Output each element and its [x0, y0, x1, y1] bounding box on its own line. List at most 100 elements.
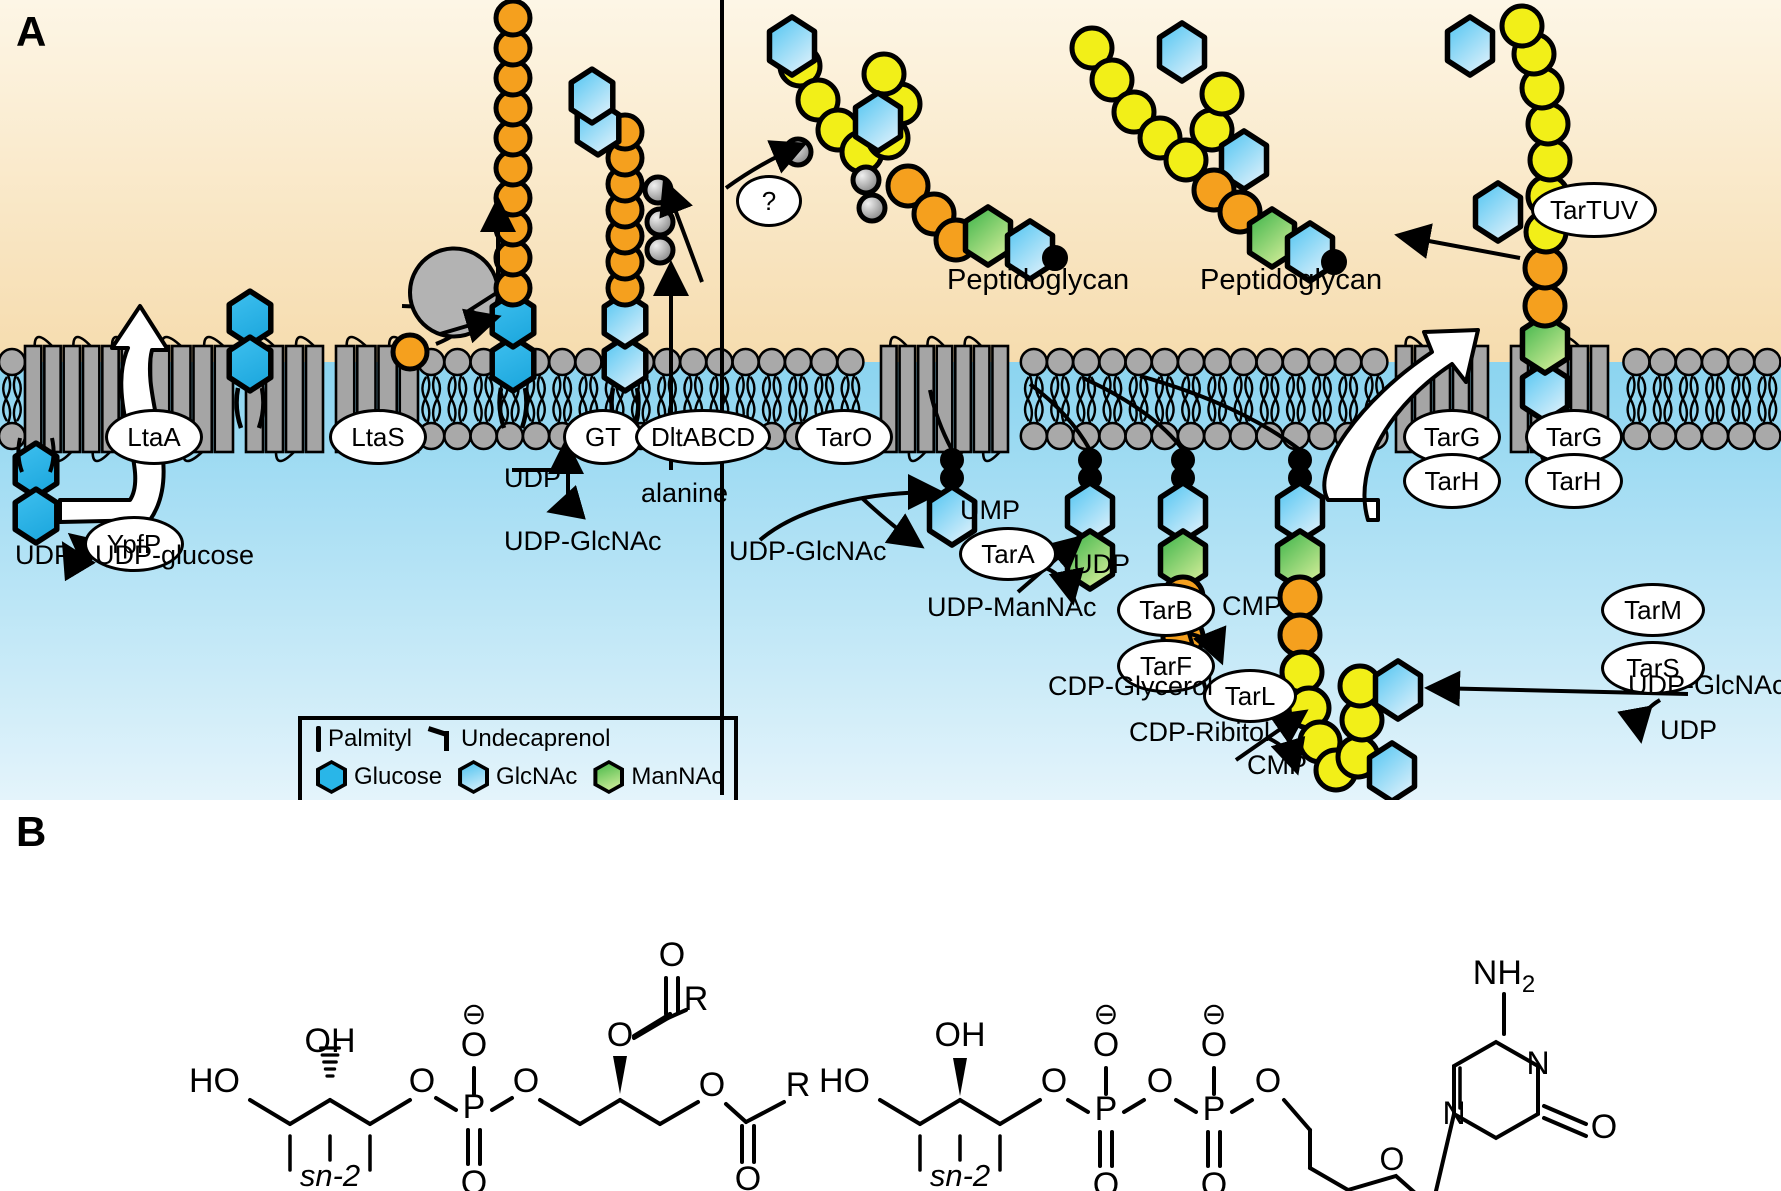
metabolite-udp-glcnac-taro: UDP-GlcNAc — [729, 536, 887, 566]
enzyme-label: YpfP — [106, 528, 162, 559]
enzyme-tarh-2[interactable]: TarH — [1525, 453, 1623, 509]
svg-text:O: O — [1380, 1141, 1405, 1177]
svg-text:O: O — [1093, 1166, 1119, 1191]
enzyme-ypfp[interactable]: YpfP — [84, 516, 184, 572]
svg-text:P: P — [1203, 1090, 1226, 1128]
enzyme-label: TarL — [1224, 680, 1276, 711]
enzyme-tarf[interactable]: TarF — [1117, 639, 1215, 693]
legend-item-mannac: ManNAc — [593, 760, 723, 794]
panel-b-structures: HOOHOPO⊖OOOROOROsn-2sn-3sn-1HOOHOPO⊖OOPO… — [189, 936, 1617, 1191]
svg-text:sn-2: sn-2 — [300, 1158, 360, 1191]
svg-text:O: O — [1201, 1026, 1227, 1064]
enzyme-label: TarH — [1546, 465, 1602, 496]
enzyme-label: TarM — [1624, 594, 1682, 625]
svg-text:⊖: ⊖ — [461, 998, 486, 1031]
svg-text:O: O — [1201, 1166, 1227, 1191]
enzyme-label: TarG — [1423, 421, 1481, 452]
enzyme-tara[interactable]: TarA — [959, 527, 1057, 581]
enzyme-tarh-1[interactable]: TarH — [1403, 453, 1501, 509]
svg-text:R: R — [786, 1066, 811, 1104]
svg-text:HO: HO — [819, 1062, 870, 1100]
svg-text:sn-2: sn-2 — [930, 1158, 990, 1191]
enzyme-label: TarO — [815, 421, 873, 452]
legend-item-glucose: Glucose — [316, 760, 442, 794]
palmityl-icon — [316, 726, 321, 752]
enzyme-tarl[interactable]: TarL — [1203, 669, 1297, 723]
svg-text:R: R — [684, 980, 709, 1018]
metabolite-udp-tara: UDP — [1073, 549, 1131, 579]
enzyme-label: LtaS — [351, 421, 405, 452]
svg-text:OH: OH — [305, 1022, 356, 1060]
glucose-hexagon-icon — [316, 760, 347, 794]
legend-label: Glucose — [354, 763, 443, 790]
metabolite-udp-mannac: UDP-ManNAc — [927, 592, 1097, 622]
svg-text:NH2: NH2 — [1473, 954, 1535, 998]
undecaprenol-icon — [428, 727, 454, 751]
svg-text:O: O — [699, 1066, 725, 1104]
enzyme-tarb[interactable]: TarB — [1117, 583, 1215, 637]
svg-text:HO: HO — [189, 1062, 240, 1100]
panel-a-label: A — [16, 8, 47, 55]
svg-text:O: O — [461, 1026, 487, 1064]
legend-item-palmityl: Palmityl — [316, 725, 412, 753]
metabolite-alanine: alanine — [641, 478, 729, 508]
svg-text:O: O — [1041, 1062, 1067, 1100]
enzyme-label: LtaA — [127, 421, 181, 452]
panel-a: LtaA LtaS GT DltABCD TarO TarG TarG TarH… — [0, 0, 1781, 800]
svg-text:N: N — [1526, 1045, 1549, 1081]
svg-text:P: P — [463, 1088, 486, 1126]
legend-row: Palmityl Undecaprenol — [302, 720, 734, 758]
enzyme-ltas[interactable]: LtaS — [329, 409, 427, 465]
panel-a-graphics — [0, 0, 1781, 800]
enzyme-tars[interactable]: TarS — [1601, 641, 1705, 695]
metabolite-cmp-tarb: CMP — [1222, 591, 1282, 621]
legend-label: Undecaprenol — [461, 725, 611, 752]
enzyme-label: ? — [761, 185, 777, 216]
metabolite-cdp-ribitol: CDP-Ribitol — [1129, 717, 1271, 747]
metabolite-cmp-tarl: CMP — [1247, 750, 1307, 780]
enzyme-label: TarG — [1545, 421, 1603, 452]
mannac-hexagon-icon — [593, 760, 625, 794]
label-peptidoglycan-left: Peptidoglycan — [947, 264, 1130, 296]
svg-text:O: O — [1255, 1062, 1281, 1100]
label-peptidoglycan-right: Peptidoglycan — [1200, 264, 1383, 296]
legend-item-undecaprenol: Undecaprenol — [428, 725, 610, 753]
enzyme-taro[interactable]: TarO — [795, 409, 893, 465]
svg-text:O: O — [607, 1016, 633, 1054]
metabolite-udp-left: UDP — [15, 540, 73, 570]
svg-text:O: O — [1147, 1062, 1173, 1100]
enzyme-ltaa[interactable]: LtaA — [105, 409, 203, 465]
svg-text:O: O — [409, 1062, 435, 1100]
svg-text:O: O — [1591, 1108, 1617, 1146]
enzyme-label: TarA — [981, 538, 1035, 569]
svg-text:O: O — [1093, 1026, 1119, 1064]
glcnac-hexagon-icon — [458, 760, 490, 794]
enzyme-label: TarB — [1139, 594, 1193, 625]
enzyme-tartuv[interactable]: TarTUV — [1531, 182, 1657, 238]
svg-text:N: N — [1442, 1095, 1465, 1131]
legend-item-glcnac: GlcNAc — [458, 760, 577, 794]
legend-label: GlcNAc — [496, 763, 578, 790]
svg-text:P: P — [1095, 1090, 1118, 1128]
enzyme-label: TarH — [1424, 465, 1480, 496]
metabolite-udp-glcnac-tarms: UDP-GlcNAc — [1628, 670, 1781, 700]
metabolite-ump: UMP — [960, 495, 1020, 525]
metabolite-udp-tarms: UDP — [1660, 715, 1718, 745]
enzyme-tarm[interactable]: TarM — [1601, 583, 1705, 637]
enzyme-label: GT — [584, 421, 622, 452]
svg-text:OH: OH — [935, 1016, 986, 1054]
metabolite-udp-glcnac-gt: UDP-GlcNAc — [504, 526, 662, 556]
enzyme-dltabcd[interactable]: DltABCD — [635, 409, 771, 465]
panel-b: B HOOHOPO⊖OOOROOROsn-2sn-3sn-1HOOHOPO⊖OO… — [0, 800, 1781, 1191]
svg-text:⊖: ⊖ — [1201, 998, 1226, 1031]
svg-text:O: O — [461, 1164, 487, 1191]
unknown-step-marker[interactable]: ? — [736, 175, 802, 227]
enzyme-gt[interactable]: GT — [563, 409, 643, 465]
svg-text:O: O — [513, 1062, 539, 1100]
enzyme-label: TarTUV — [1549, 194, 1639, 225]
metabolite-udp-glucose: UDP-glucose — [95, 540, 255, 570]
svg-text:O: O — [659, 936, 685, 974]
legend-label: Palmityl — [328, 725, 413, 752]
metabolite-udp-gt: UDP — [504, 463, 562, 493]
